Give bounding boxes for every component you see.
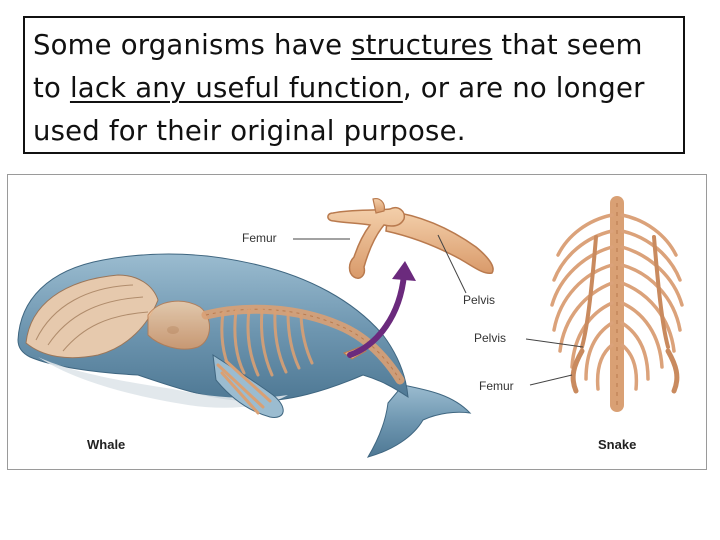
leader-whale-pelvis <box>437 234 467 294</box>
closeup-pelvis-bone <box>385 210 494 275</box>
whale-mouth <box>25 274 159 359</box>
caption-part-3: , or are no longer used for their origin… <box>33 72 645 147</box>
caption-underline-structures: structures <box>351 29 493 61</box>
label-snake-pelvis: Pelvis <box>474 331 507 345</box>
leader-snake-femur <box>529 374 573 386</box>
closeup-femur-bone <box>327 207 406 279</box>
label-snake: Snake <box>598 437 637 452</box>
caption-box: Some organisms have structures that seem… <box>23 16 685 154</box>
whale-tail-fluke <box>366 384 472 458</box>
label-snake-femur: Femur <box>479 379 514 393</box>
vestigial-structures-figure: Femur Pelvis Pelvis Femur Whale Snake <box>7 174 707 470</box>
caption-part-2: that seem to <box>33 29 643 104</box>
leader-lines <box>293 234 584 386</box>
snake-femur-right <box>665 348 680 394</box>
whale-pelvis-femur-closeup <box>327 198 494 279</box>
figure-illustration <box>17 196 684 458</box>
label-whale-femur: Femur <box>242 231 277 245</box>
arrow-head <box>392 261 416 281</box>
label-whale-pelvis: Pelvis <box>463 293 496 307</box>
snake-pelvis-right <box>652 235 670 349</box>
snake-pelvis-left <box>580 235 598 349</box>
enlargement-arrow <box>347 272 407 358</box>
snake-ribs <box>550 213 684 391</box>
leader-snake-pelvis <box>525 338 584 348</box>
caption-underline-lack-function: lack any useful function <box>69 72 403 104</box>
caption-part-1: Some organisms have <box>33 29 352 61</box>
snake-femur-left <box>570 348 585 394</box>
whale-illustration <box>17 253 472 458</box>
label-whale: Whale <box>87 437 126 452</box>
whale-skull <box>147 300 210 350</box>
caption-text: Some organisms have structures that seem… <box>33 24 677 153</box>
snake-skeleton <box>550 196 684 412</box>
